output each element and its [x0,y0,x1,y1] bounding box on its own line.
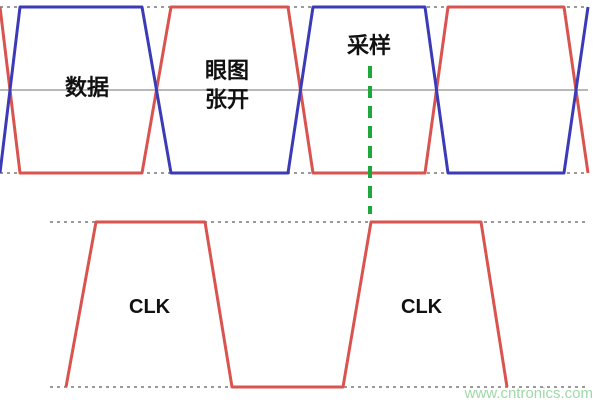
eye-open-label-line-1: 眼图 [205,59,250,84]
clock-waveform [64,220,509,389]
data-label: 数据 [65,76,110,101]
sample-label: 采样 [347,34,392,59]
clock-right-label: CLK [401,296,443,318]
eye-open-label-line-2: 张开 [205,88,250,113]
clock-left-label: CLK [129,296,171,318]
site-watermark: www.cntronics.com [464,385,593,402]
data-blue-trace [0,5,590,175]
